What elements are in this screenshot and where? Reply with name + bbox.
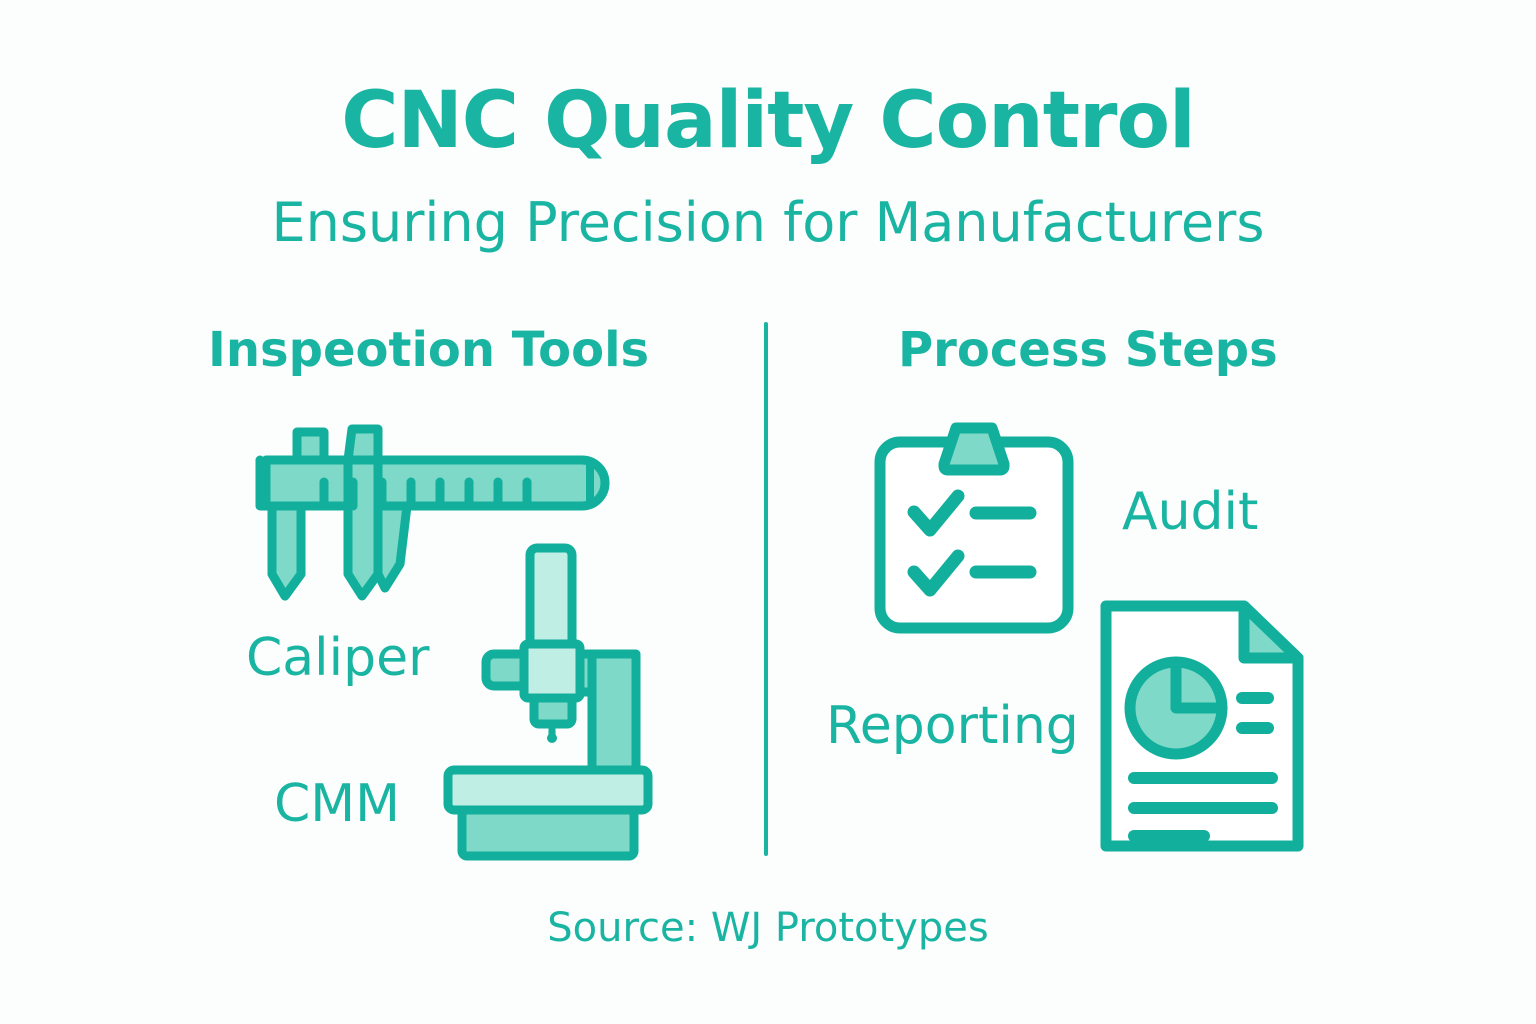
source-attribution: Source: WJ Prototypes — [547, 905, 989, 951]
page-title: CNC Quality Control — [341, 76, 1196, 166]
caliper-icon — [252, 424, 624, 616]
item-label-reporting: Reporting — [826, 696, 1079, 756]
column-heading-process-steps: Process Steps — [898, 322, 1278, 378]
cmm-icon — [440, 542, 692, 864]
item-label-caliper: Caliper — [246, 628, 430, 688]
report-document-icon — [1096, 598, 1308, 854]
clipboard-checklist-icon — [872, 420, 1076, 636]
item-label-audit: Audit — [1122, 482, 1259, 542]
page-subtitle: Ensuring Precision for Manufacturers — [271, 191, 1265, 254]
column-divider — [764, 322, 768, 856]
item-label-cmm: CMM — [274, 774, 401, 834]
column-heading-inspection-tools: Inspeotion Tools — [208, 322, 650, 378]
